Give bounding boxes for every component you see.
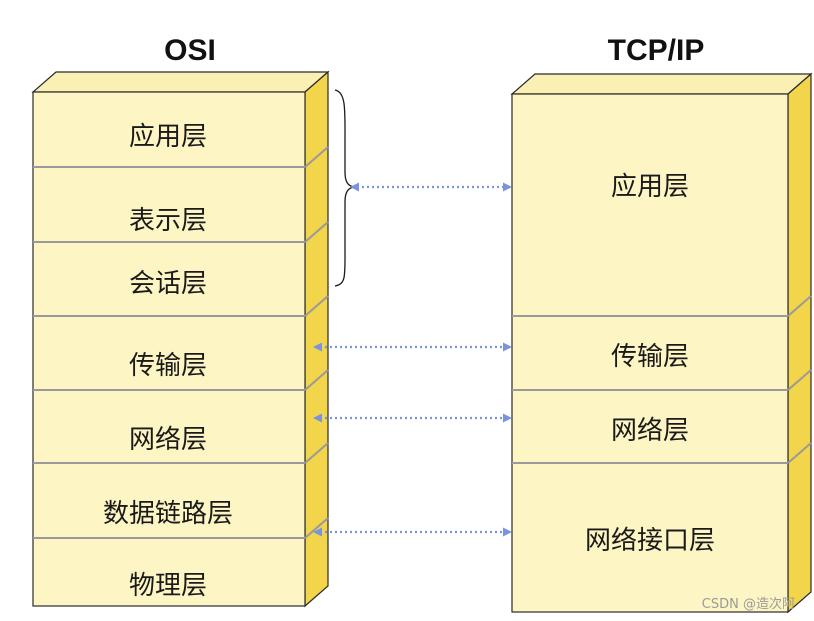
osi-upper-layers-brace xyxy=(334,89,355,287)
tcpip-stack-top-face xyxy=(510,73,813,95)
osi-layer-application: 应用层 xyxy=(129,122,207,152)
osi-stack-top-face xyxy=(31,71,330,93)
osi-side-divider xyxy=(304,369,329,391)
tcpip-stack: 应用层 传输层 网络层 网络接口层 xyxy=(510,72,813,614)
tcpip-title: TCP/IP xyxy=(608,34,705,67)
tcpip-side-divider xyxy=(787,295,812,317)
osi-layer-session: 会话层 xyxy=(129,269,207,299)
osi-title: OSI xyxy=(164,34,216,67)
osi-layer-presentation: 表示层 xyxy=(129,206,207,236)
tcpip-side-divider xyxy=(787,369,812,391)
osi-stack-front-face xyxy=(32,91,306,607)
csdn-watermark: CSDN @造次阿 xyxy=(702,596,795,612)
tcpip-layer-network-interface: 网络接口层 xyxy=(585,526,715,556)
tcpip-layer-transport: 传输层 xyxy=(611,342,689,372)
layer-mapping-arrows xyxy=(313,182,512,537)
osi-layer-transport: 传输层 xyxy=(129,351,207,381)
osi-layer-physical: 物理层 xyxy=(129,571,207,601)
osi-layer-network: 网络层 xyxy=(129,425,207,455)
tcpip-side-divider xyxy=(787,442,812,464)
osi-stack: 应用层 表示层 会话层 传输层 网络层 数据链路层 物理层 xyxy=(31,70,330,608)
osi-side-divider xyxy=(304,221,329,243)
osi-side-divider xyxy=(304,146,329,168)
osi-side-divider xyxy=(304,295,329,317)
tcpip-stack-front-face xyxy=(511,93,789,613)
tcpip-layer-network: 网络层 xyxy=(611,416,689,446)
osi-side-divider xyxy=(304,442,329,464)
tcpip-stack-side-face xyxy=(787,72,812,614)
osi-stack-side-face xyxy=(304,70,329,608)
tcpip-dividers xyxy=(512,295,812,464)
tcpip-layer-application: 应用层 xyxy=(611,172,689,202)
osi-dividers xyxy=(33,146,329,539)
osi-layer-data-link: 数据链路层 xyxy=(103,499,233,529)
